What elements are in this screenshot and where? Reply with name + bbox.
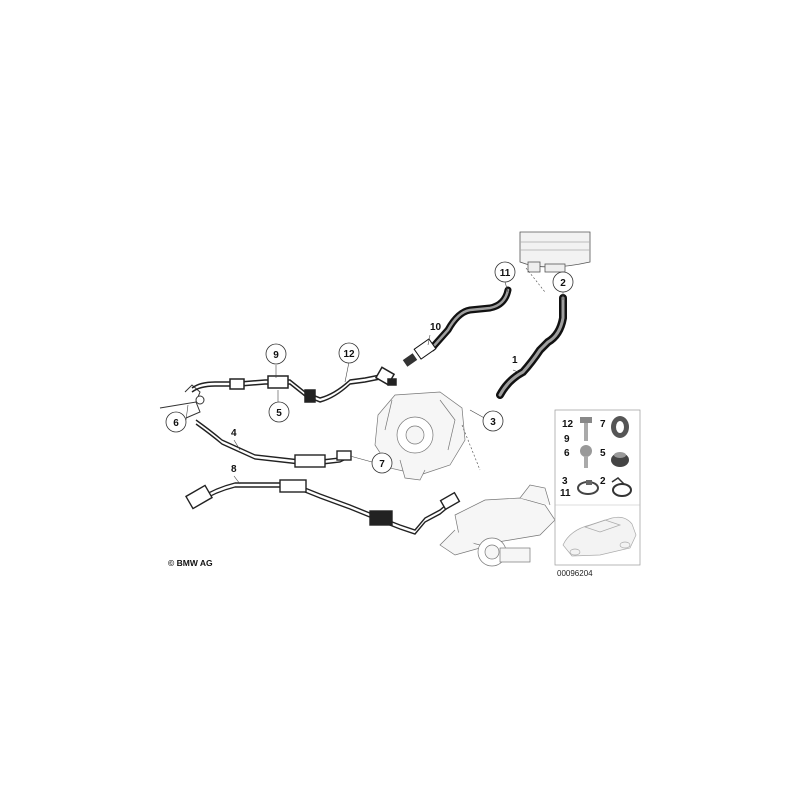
hose-4 bbox=[195, 419, 352, 468]
hose-8 bbox=[185, 479, 461, 535]
label-10: 10 bbox=[430, 322, 442, 333]
bolt-icon bbox=[580, 417, 592, 441]
callout-5-label: 5 bbox=[276, 408, 282, 419]
legend-5: 5 bbox=[600, 448, 606, 459]
callout-2-label: 2 bbox=[560, 278, 566, 289]
callout-9-label: 9 bbox=[273, 350, 279, 361]
hose-clamp-icon bbox=[577, 480, 599, 495]
legend-panel: 12 9 7 6 5 3 11 2 bbox=[554, 409, 641, 566]
label-1: 1 bbox=[512, 355, 518, 366]
bracket-6 bbox=[159, 384, 205, 419]
callout-3: 3 bbox=[482, 410, 504, 432]
copyright-text: © BMW AG bbox=[168, 558, 213, 568]
hose-10 bbox=[402, 286, 512, 367]
reservoir bbox=[519, 231, 591, 273]
label-8: 8 bbox=[231, 464, 237, 475]
callout-9: 9 bbox=[265, 343, 287, 365]
legend-9: 9 bbox=[564, 434, 570, 445]
callout-5: 5 bbox=[268, 401, 290, 423]
hose-1 bbox=[496, 294, 567, 399]
legend-6: 6 bbox=[564, 448, 570, 459]
callout-11: 11 bbox=[494, 261, 516, 283]
steering-rack bbox=[439, 484, 556, 567]
screw-icon bbox=[580, 445, 592, 468]
legend-11: 11 bbox=[560, 488, 571, 499]
callout-7-label: 7 bbox=[379, 459, 385, 470]
seal-ring-icon bbox=[611, 416, 629, 438]
leader-lines bbox=[185, 267, 564, 485]
line-12 bbox=[191, 366, 397, 403]
callout-7: 7 bbox=[371, 452, 393, 474]
legend-2: 2 bbox=[600, 476, 606, 487]
clip-clamp-icon bbox=[611, 477, 632, 497]
callout-6: 6 bbox=[165, 411, 187, 433]
callout-6-label: 6 bbox=[173, 418, 179, 429]
callout-2: 2 bbox=[552, 271, 574, 293]
legend-12: 12 bbox=[562, 419, 574, 430]
callout-11-label: 11 bbox=[500, 268, 511, 279]
callout-12-label: 12 bbox=[343, 349, 355, 360]
legend-3: 3 bbox=[562, 476, 568, 487]
legend-7: 7 bbox=[600, 419, 606, 430]
steering-pump bbox=[374, 391, 466, 481]
car-silhouette-icon bbox=[562, 516, 637, 557]
diagram-id: 00096204 bbox=[557, 569, 593, 578]
callout-12: 12 bbox=[338, 342, 360, 364]
label-4: 4 bbox=[231, 428, 237, 439]
callout-3-label: 3 bbox=[490, 417, 496, 428]
grommet-icon bbox=[611, 452, 629, 467]
